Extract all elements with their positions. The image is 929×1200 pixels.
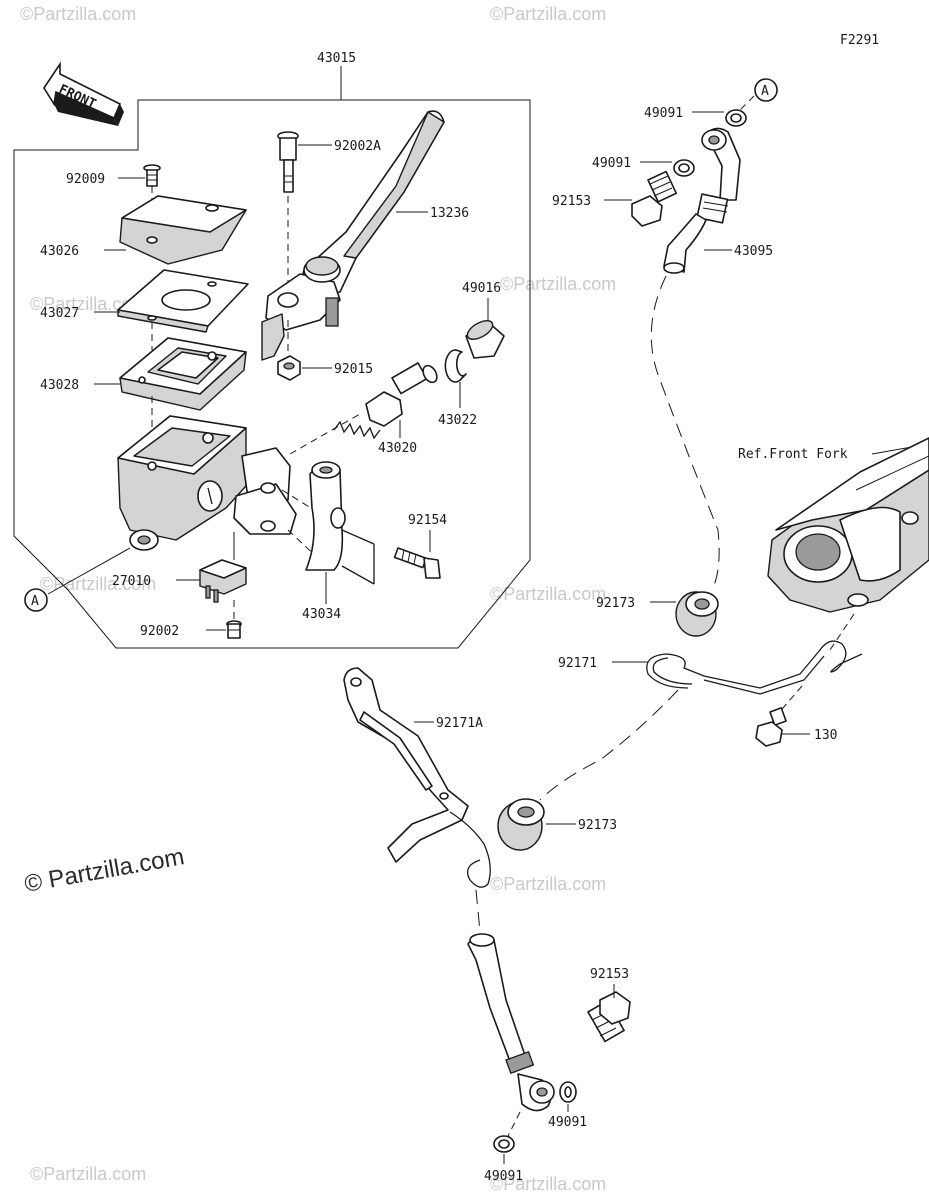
part-label-49091-c: 49091: [548, 1115, 587, 1130]
hose-path: [650, 275, 720, 591]
part-label-49091-d: 49091: [484, 1169, 523, 1184]
front-arrow-icon: FRONT: [43, 61, 124, 126]
part-label-43020: 43020: [378, 441, 417, 456]
part-label-92173-a: 92173: [596, 596, 635, 611]
part-label-43028: 43028: [40, 378, 79, 393]
part-label-92015: 92015: [334, 362, 373, 377]
part-label-49091-a: 49091: [644, 106, 683, 121]
reservoir-cap-43026: [119, 195, 247, 265]
watermarks: ©Partzilla.com ©Partzilla.com ©Partzilla…: [20, 4, 616, 1194]
part-label-92153-a: 92153: [552, 194, 591, 209]
part-label-43027: 43027: [40, 306, 79, 321]
watermark-text: ©Partzilla.com: [500, 274, 616, 294]
brake-hose-lower: [467, 933, 535, 1074]
banjo-bolt-92153-lower: [587, 991, 631, 1043]
figure-code: F2291: [840, 33, 879, 48]
part-label-92173-b: 92173: [578, 818, 617, 833]
circlip-43022: [444, 349, 467, 383]
leader-line: [47, 547, 131, 595]
watermark-text: ©Partzilla.com: [490, 1174, 606, 1194]
watermark-text: ©Partzilla.com: [30, 1164, 146, 1184]
grommet-92173-upper: [675, 591, 719, 637]
piston-kit-43020: [333, 362, 438, 440]
part-label-49016: 49016: [462, 281, 501, 296]
diaphragm-43028: [119, 337, 247, 411]
washer-49091-lower-right: [559, 1081, 577, 1103]
washer-49091-lower-left: [493, 1135, 515, 1153]
callout-label: A: [761, 84, 769, 99]
bracket-92171A: [343, 667, 491, 888]
watermark-text: ©Partzilla.com: [20, 4, 136, 24]
watermark-text: ©Partzilla.com: [490, 874, 606, 894]
nut-92015: [277, 355, 301, 381]
master-cylinder-body: [117, 415, 297, 551]
hose-clamp-92171: [646, 640, 863, 695]
part-label-130: 130: [814, 728, 837, 743]
part-label-27010: 27010: [112, 574, 151, 589]
watermark-text: ©Partzilla.com: [490, 4, 606, 24]
watermark-text: ©Partzilla.com: [490, 584, 606, 604]
part-label-92002: 92002: [140, 624, 179, 639]
screw-92002: [226, 620, 242, 639]
diaphragm-plate-43027: [117, 269, 249, 333]
pivot-bolt-92002A: [277, 131, 299, 193]
part-label-49091-b: 49091: [592, 156, 631, 171]
watermark-text: ©Partzilla.com: [40, 574, 156, 594]
part-label-43026: 43026: [40, 244, 79, 259]
washer-49091-second: [673, 159, 695, 177]
banjo-bolt-92153-top: [631, 170, 678, 227]
assembly-boundary: [13, 99, 531, 649]
part-label-43034: 43034: [302, 607, 341, 622]
part-label-92154: 92154: [408, 513, 447, 528]
watermark-main: © Partzilla.com: [22, 843, 186, 898]
part-label-92002A: 92002A: [334, 139, 381, 154]
screw-92009: [143, 164, 161, 187]
callout-a-left: [24, 588, 48, 612]
callout-label: A: [31, 594, 39, 609]
part-label-92009: 92009: [66, 172, 105, 187]
hose-path: [475, 889, 481, 933]
grommet-92173-lower: [497, 798, 545, 851]
part-label-13236: 13236: [430, 206, 469, 221]
banjo-fitting-top: [696, 127, 741, 224]
part-label-92171: 92171: [558, 656, 597, 671]
part-label-43095: 43095: [734, 244, 773, 259]
clamp-43034: [305, 461, 375, 585]
part-label-43022: 43022: [438, 413, 477, 428]
front-fork-icon: [767, 437, 929, 613]
part-label-43015: 43015: [317, 51, 356, 66]
part-label-92153-b: 92153: [590, 967, 629, 982]
washer-49091-top: [725, 109, 747, 127]
banjo-fitting-lower: [517, 1073, 555, 1112]
brake-switch-27010: [199, 532, 247, 603]
callout-a-right: [754, 78, 778, 102]
part-label-92171A: 92171A: [436, 716, 483, 731]
bolt-92154: [393, 547, 441, 579]
watermark-text: ©Partzilla.com: [30, 294, 146, 314]
brake-lever-13236: [261, 110, 445, 361]
hose-path: [539, 689, 679, 801]
dust-boot-49016: [465, 320, 505, 359]
brake-hose-43095: [663, 213, 707, 274]
bolt-130: [755, 707, 787, 747]
reference-note: Ref.Front Fork: [738, 447, 848, 462]
